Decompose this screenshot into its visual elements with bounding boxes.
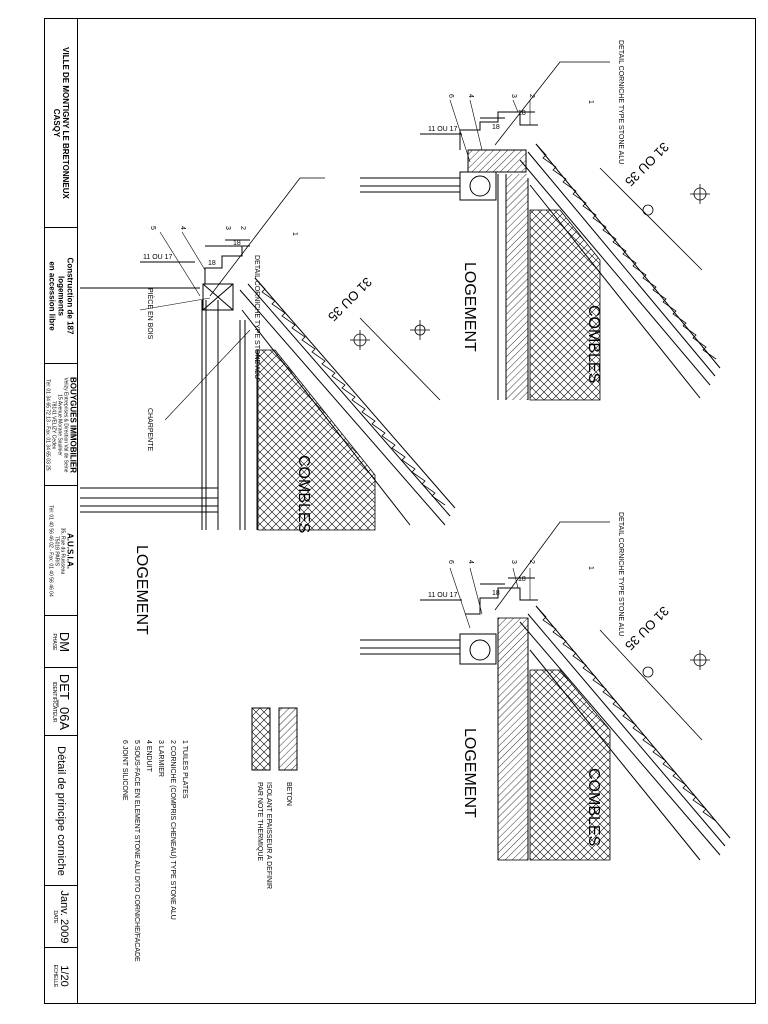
architect-cell: A.U.S.I.A. 35, Rue du Ruisseau 75018 PAR… <box>44 486 78 616</box>
project-cell: Construction de 187 logements en accessi… <box>44 228 78 364</box>
identifier-cell: DET_06A IDENTIFICATEUR <box>44 668 78 736</box>
detail-c <box>360 521 731 861</box>
phase-cell: DM PHASE <box>44 616 78 668</box>
sheet-title-cell: Détail de principe corniche <box>44 736 78 886</box>
detail-b <box>360 61 721 401</box>
date-cell: Janv. 2009 DATE <box>44 886 78 948</box>
legend-swatches <box>251 707 298 771</box>
client-cell: VILLE DE MONTIGNY LE BRETONNEUX CASQY <box>44 18 78 228</box>
title-block: VILLE DE MONTIGNY LE BRETONNEUX CASQY Co… <box>44 18 78 1004</box>
drawing-sheet <box>44 18 756 1004</box>
detail-a <box>80 177 456 531</box>
company-cell: BOUYGUES IMMOBILIER Velizy Entreprises &… <box>44 364 78 486</box>
